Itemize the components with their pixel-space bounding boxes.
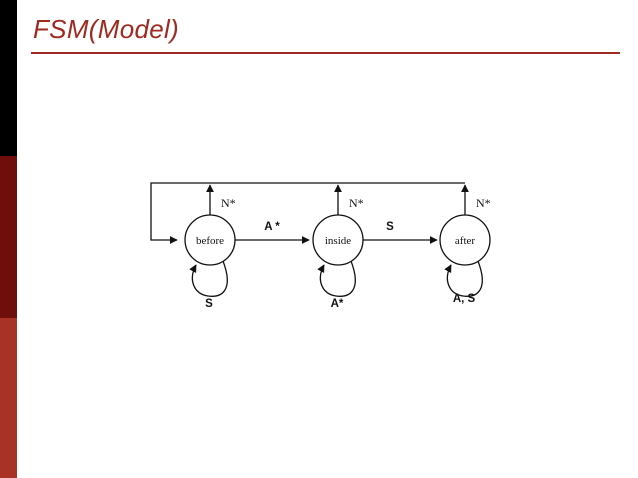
edge-label-inside-after: S	[386, 221, 394, 233]
self-loop-inside	[317, 260, 356, 297]
edge-label-up-after: N*	[476, 196, 491, 210]
edge-label-before-inside: A *	[264, 221, 280, 233]
accent-segment-red	[0, 318, 17, 478]
state-node-after[interactable]	[439, 214, 491, 266]
accent-segment-maroon	[0, 156, 17, 318]
edge-label-up-before: N*	[221, 196, 236, 210]
fsm-diagram: before inside after N* N* N* A * S S A* …	[130, 165, 520, 320]
state-label-after: after	[455, 235, 475, 247]
state-label-before: before	[196, 235, 224, 247]
feedback-return-path	[150, 182, 465, 244]
edge-label-up-inside: N*	[349, 196, 364, 210]
accent-segment-black	[0, 0, 17, 156]
slide-title: FSM(Model)	[33, 14, 180, 44]
state-label-inside: inside	[325, 235, 351, 247]
state-node-inside[interactable]	[312, 214, 364, 266]
self-loop-before	[189, 260, 228, 297]
loop-label-after: A, S	[453, 293, 476, 305]
state-node-before[interactable]	[184, 214, 236, 266]
loop-label-before: S	[205, 298, 213, 310]
self-loop-after	[444, 260, 483, 297]
left-accent-strip	[0, 0, 17, 478]
loop-label-inside: A*	[331, 298, 344, 310]
title-underline-rule	[31, 52, 620, 54]
